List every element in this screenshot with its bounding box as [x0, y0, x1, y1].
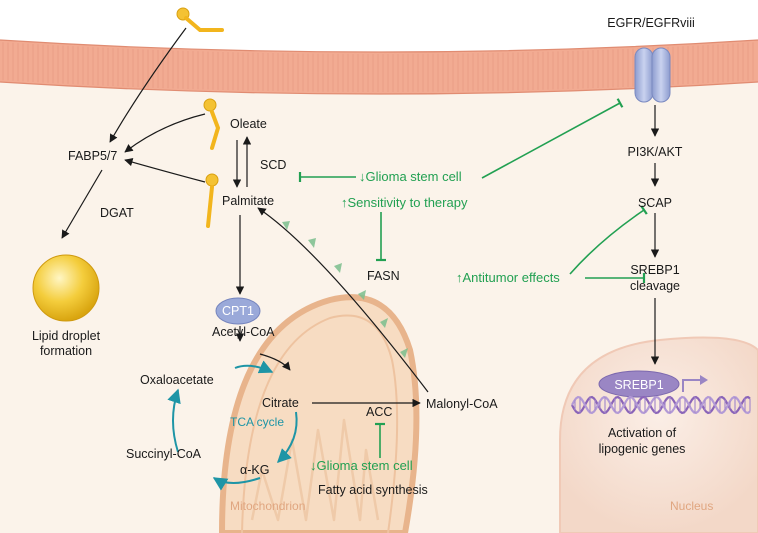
- dna-helix: [571, 395, 751, 415]
- glioma-stem-cell-label-2: ↓Glioma stem cell: [310, 458, 413, 473]
- malonyl-coa-label: Malonyl-CoA: [426, 397, 498, 411]
- cpt1-protein: [215, 297, 261, 325]
- fatty-acid-molecule-extracellular: [176, 7, 224, 32]
- mitochondrion: [218, 294, 420, 533]
- pi3k-label: PI3K/AKT: [628, 145, 683, 159]
- egfr-label: EGFR/EGFRviii: [607, 16, 695, 30]
- lipid-droplet: [32, 254, 100, 322]
- arrow-uptake-to-fabp: [109, 27, 187, 143]
- fabp-label: FABP5/7: [68, 149, 117, 163]
- fasn-label: FASN: [367, 269, 400, 283]
- oleate-label: Oleate: [230, 117, 267, 131]
- activation-label-1: Activation of: [608, 426, 677, 440]
- akg-label: α-KG: [240, 463, 269, 477]
- srebp1-nuclear-label: SREBP1: [614, 378, 663, 392]
- glioma-stem-cell-label-1: ↓Glioma stem cell: [359, 169, 462, 184]
- dgat-label: DGAT: [100, 206, 134, 220]
- acetyl-coa-label: Acetyl-CoA: [212, 325, 275, 339]
- inhibit-egfr: [481, 98, 624, 179]
- scd-label: SCD: [260, 158, 286, 172]
- transcription-start-arrow: [682, 379, 702, 392]
- fatty-acid-synthesis-label: Fatty acid synthesis: [318, 483, 428, 497]
- cpt1-label: CPT1: [222, 304, 254, 318]
- arrow-oleate-to-fabp: [124, 113, 206, 153]
- acc-label: ACC: [366, 405, 392, 419]
- lipid-label-1: Lipid droplet: [32, 329, 101, 343]
- cell-membrane: [0, 39, 758, 95]
- tca-cycle-label: TCA cycle: [230, 415, 284, 429]
- srebp1-nuclear-protein: [598, 370, 680, 398]
- activation-label-2: lipogenic genes: [599, 442, 686, 456]
- succinyl-coa-label: Succinyl-CoA: [126, 447, 202, 461]
- arrow-acetylcoa-to-citrate: [259, 353, 291, 371]
- inhibit-scap: [569, 205, 648, 275]
- mitochondrion-label: Mitochondrion: [230, 499, 305, 513]
- pathway-arrows: [61, 27, 660, 408]
- lipid-label-2: formation: [40, 344, 92, 358]
- oxaloacetate-label: Oxaloacetate: [140, 373, 214, 387]
- antitumor-effects-label: ↑Antitumor effects: [456, 270, 560, 285]
- srebp1-cleavage-label-1: SREBP1: [630, 263, 679, 277]
- sensitivity-label: ↑Sensitivity to therapy: [341, 195, 468, 210]
- arrow-fabp-to-lipid: [61, 169, 103, 239]
- arrow-palmitate-mol-to-fabp: [124, 158, 206, 183]
- fasn-elongation-chevrons: [282, 221, 408, 358]
- scap-label: SCAP: [638, 196, 672, 210]
- fatty-acid-molecule-oleate: [203, 98, 221, 150]
- palmitate-label: Palmitate: [222, 194, 274, 208]
- srebp1-cleavage-label-2: cleavage: [630, 279, 680, 293]
- citrate-label: Citrate: [262, 396, 299, 410]
- egfr-receptor: [634, 47, 671, 103]
- inhibition-lines: [298, 98, 648, 458]
- arrow-malonyl-to-palmitate: [257, 207, 429, 393]
- nucleus-label: Nucleus: [670, 499, 713, 513]
- transcription-start-arrowhead: [700, 375, 708, 385]
- tca-cycle-arrows: [167, 360, 298, 491]
- fatty-acid-molecule-palmitate: [205, 173, 219, 228]
